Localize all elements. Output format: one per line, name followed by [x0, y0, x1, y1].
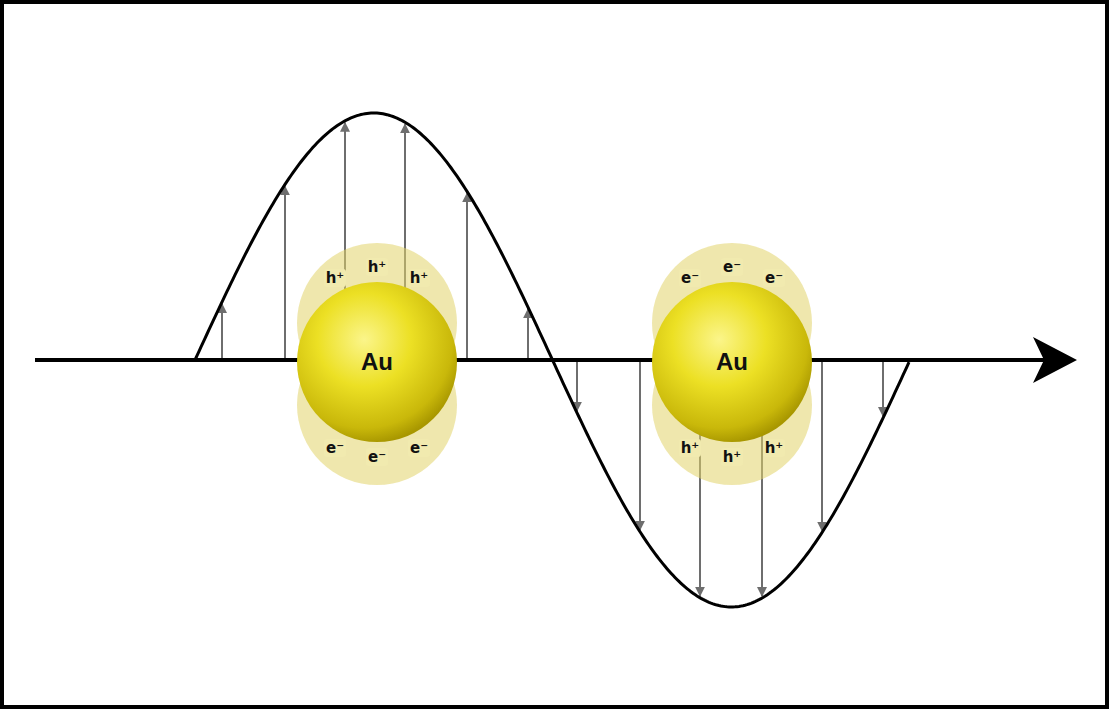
gold-sphere: Au [297, 282, 457, 442]
charge-label: h⁺ [366, 258, 389, 276]
cloud-body [652, 325, 812, 485]
field-arrow [284, 186, 286, 360]
charge-label: h⁺ [721, 448, 744, 466]
field-arrow [221, 304, 223, 360]
charge-label: e⁻ [408, 439, 430, 457]
charge-row: h⁺h⁺h⁺ [297, 258, 457, 276]
charge-label: h⁺ [324, 269, 347, 287]
axis-arrowhead [1033, 337, 1077, 383]
charge-label: h⁺ [679, 439, 702, 457]
charge-row: h⁺h⁺h⁺ [652, 448, 812, 466]
element-symbol: Au [361, 348, 393, 376]
sphere-label-box: Au [297, 282, 457, 442]
charge-label: e⁻ [366, 448, 388, 466]
sphere-label-box: Au [652, 282, 812, 442]
axis-line [35, 358, 1045, 362]
charge-label: h⁺ [408, 269, 431, 287]
gold-sphere: Au [652, 282, 812, 442]
charge-label: e⁻ [324, 439, 346, 457]
charge-label: h⁺ [763, 439, 786, 457]
field-arrow [527, 309, 529, 360]
field-arrow [576, 360, 578, 411]
charge-label: e⁻ [679, 269, 701, 287]
cloud-body [297, 325, 457, 485]
charge-label: e⁻ [763, 269, 785, 287]
sphere-body [652, 282, 812, 442]
element-symbol: Au [716, 348, 748, 376]
field-arrow [466, 193, 468, 360]
charge-label: e⁻ [721, 258, 743, 276]
field-arrow [639, 360, 641, 530]
charge-row: e⁻e⁻e⁻ [652, 258, 812, 276]
field-arrow [821, 360, 823, 531]
sine-wave [195, 113, 909, 607]
sphere-body [297, 282, 457, 442]
charge-row: e⁻e⁻e⁻ [297, 448, 457, 466]
field-arrow [882, 360, 884, 416]
